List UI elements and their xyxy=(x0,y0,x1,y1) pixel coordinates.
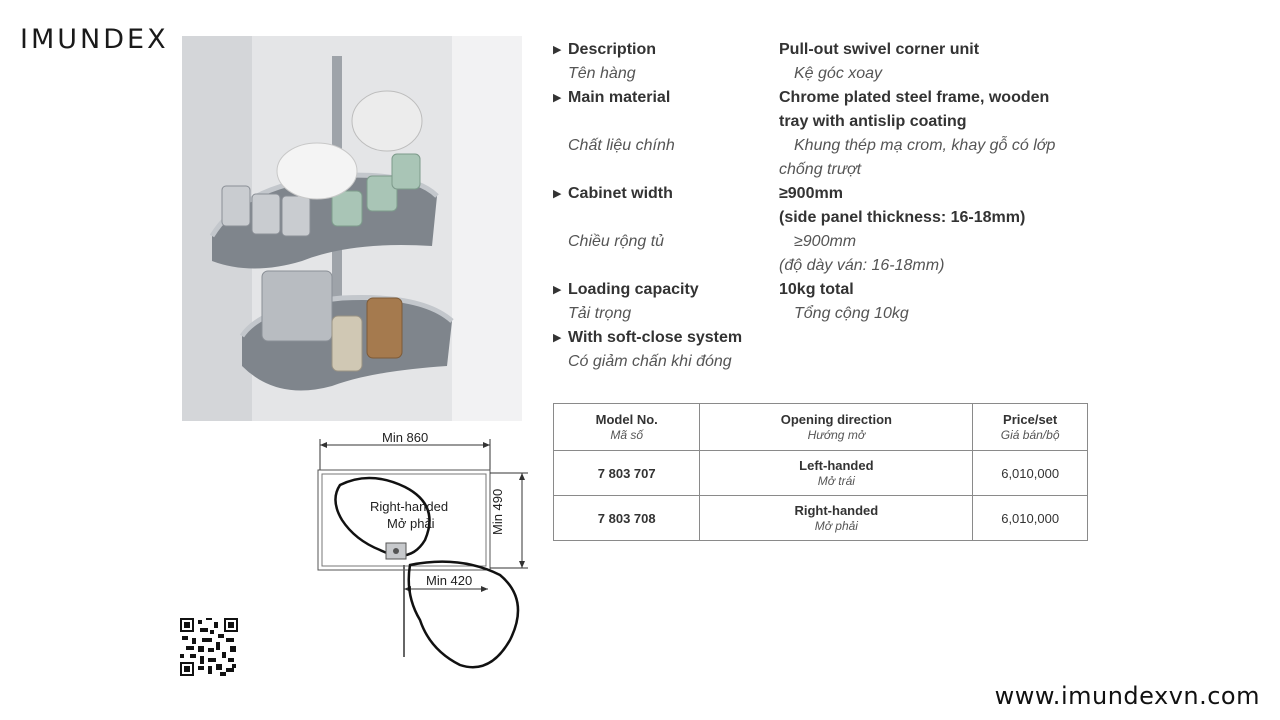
bullet-triangle-icon: ▶ xyxy=(553,332,562,344)
depth-dimension-label: Min 490 xyxy=(490,488,505,535)
spec-label-vi: Có giảm chấn khi đóng xyxy=(568,353,732,370)
hand-label-en: Right-handed xyxy=(370,499,449,514)
spec-value: Chrome plated steel frame, wooden xyxy=(779,89,1050,106)
spec-value: tray with antislip coating xyxy=(779,113,967,130)
spec-value-vi: Tổng cộng 10kg xyxy=(794,305,909,322)
width-dimension-label: Min 860 xyxy=(382,430,429,445)
cell-price: 6,010,000 xyxy=(972,495,1088,541)
spec-softclose-en: ▶ With soft-close system xyxy=(553,326,1113,350)
spec-capacity-en: ▶ Loading capacity 10kg total xyxy=(553,278,1113,302)
table-header-row: Model No. Mã số Opening direction Hướng … xyxy=(552,403,1088,451)
spec-list: ▶ Description Pull-out swivel corner unit… xyxy=(553,38,1113,374)
cell-price: 6,010,000 xyxy=(972,450,1088,496)
spec-label: Cabinet width xyxy=(568,185,673,202)
spec-value-vi: Kệ góc xoay xyxy=(794,65,883,82)
spec-label: Main material xyxy=(568,89,671,106)
spec-value-vi: (độ dày ván: 16-18mm) xyxy=(779,257,945,274)
direction-label-vi: Mở trái xyxy=(817,473,855,488)
dimension-diagram: Min 860 Min 490 Min 420 Right-handed Mở … xyxy=(300,425,540,685)
spec-label: With soft-close system xyxy=(568,329,743,346)
cell-model: 7 803 708 xyxy=(552,495,701,541)
direction-label-vi: Mở phải xyxy=(814,518,858,533)
spec-value-vi: chống trượt xyxy=(779,161,862,178)
bullet-triangle-icon: ▶ xyxy=(553,92,562,104)
header-label-vi: Hướng mở xyxy=(807,427,866,442)
header-label-vi: Giá bán/bộ xyxy=(1000,427,1060,442)
table-row: 7 803 708 Right-handed Mở phải 6,010,000 xyxy=(552,495,1088,541)
header-direction: Opening direction Hướng mở xyxy=(699,403,974,451)
spec-description-en: ▶ Description Pull-out swivel corner unit xyxy=(553,38,1113,62)
spec-width-vi-line2: (độ dày ván: 16-18mm) xyxy=(553,254,1113,278)
opening-dimension-label: Min 420 xyxy=(426,573,473,588)
spec-label-vi: Tải trọng xyxy=(568,305,632,322)
spec-value: (side panel thickness: 16-18mm) xyxy=(779,209,1026,226)
spec-width-en-line2: (side panel thickness: 16-18mm) xyxy=(553,206,1113,230)
diagram-drawing xyxy=(317,439,528,669)
spec-description-vi: Tên hàng Kệ góc xoay xyxy=(553,62,1113,86)
spec-label-vi: Chiều rộng tủ xyxy=(568,233,665,250)
spec-softclose-vi: Có giảm chấn khi đóng xyxy=(553,350,1113,374)
bullet-triangle-icon: ▶ xyxy=(553,188,562,200)
spec-value-vi: Khung thép mạ crom, khay gỗ có lớp xyxy=(794,137,1056,154)
header-label: Price/set xyxy=(1003,411,1058,427)
spec-label: Description xyxy=(568,41,657,58)
direction-label: Right-handed xyxy=(794,502,879,518)
table-row: 7 803 707 Left-handed Mở trái 6,010,000 xyxy=(552,450,1088,496)
spec-material-vi: Chất liệu chính Khung thép mạ crom, khay… xyxy=(553,134,1113,158)
price-table: Model No. Mã số Opening direction Hướng … xyxy=(552,403,1088,541)
spec-material-vi-line2: chống trượt xyxy=(553,158,1113,182)
spec-value: Pull-out swivel corner unit xyxy=(779,41,980,58)
spec-label: Loading capacity xyxy=(568,281,699,298)
spec-width-en: ▶ Cabinet width ≥900mm xyxy=(553,182,1113,206)
spec-material-en-line2: tray with antislip coating xyxy=(553,110,1113,134)
header-label: Opening direction xyxy=(780,411,892,427)
qr-code-icon xyxy=(180,618,238,676)
spec-value: 10kg total xyxy=(779,281,854,298)
spec-label-vi: Tên hàng xyxy=(568,65,636,82)
spec-width-vi: Chiều rộng tủ ≥900mm xyxy=(553,230,1113,254)
cell-direction: Right-handed Mở phải xyxy=(699,495,974,541)
spec-value: ≥900mm xyxy=(779,185,843,202)
spec-material-en: ▶ Main material Chrome plated steel frame… xyxy=(553,86,1113,110)
spec-label-vi: Chất liệu chính xyxy=(568,137,675,154)
cell-direction: Left-handed Mở trái xyxy=(699,450,974,496)
corner-unit-illustration xyxy=(182,36,522,421)
header-price: Price/set Giá bán/bộ xyxy=(972,403,1088,451)
website-url: www.imundexvn.com xyxy=(994,682,1260,710)
brand-logo: IMUNDEX xyxy=(20,24,169,55)
header-label: Model No. xyxy=(595,411,658,427)
bullet-triangle-icon: ▶ xyxy=(553,284,562,296)
spec-value-vi: ≥900mm xyxy=(794,233,857,250)
cell-model: 7 803 707 xyxy=(552,450,701,496)
direction-label: Left-handed xyxy=(799,457,874,473)
spec-capacity-vi: Tải trọng Tổng cộng 10kg xyxy=(553,302,1113,326)
header-label-vi: Mã số xyxy=(610,427,644,442)
bullet-triangle-icon: ▶ xyxy=(553,44,562,56)
header-model: Model No. Mã số xyxy=(552,403,701,451)
hand-label-vi: Mở phải xyxy=(387,516,435,531)
product-photo xyxy=(182,36,522,421)
